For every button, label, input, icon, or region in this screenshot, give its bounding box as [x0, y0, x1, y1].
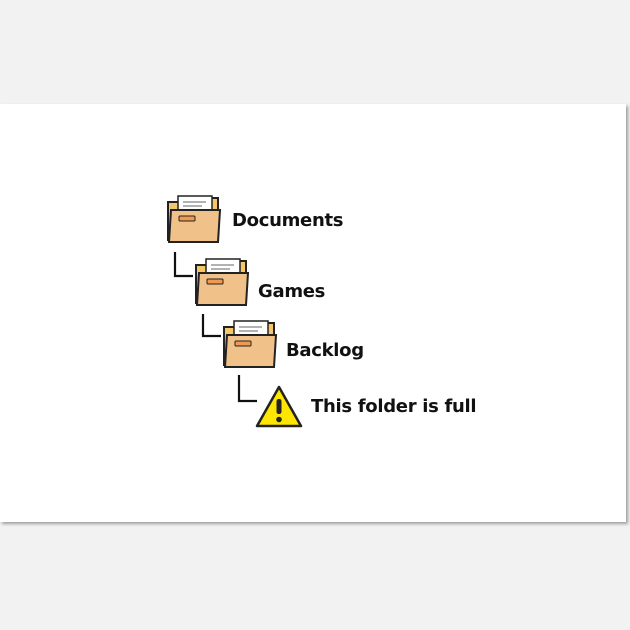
warning-icon: [254, 384, 304, 430]
games-folder-icon: [194, 257, 250, 307]
tree-connector: [199, 314, 223, 342]
documents-folder-icon: [166, 194, 222, 244]
backlog-label: Backlog: [286, 340, 364, 361]
poster-canvas: [0, 104, 626, 522]
tree-connector: [171, 252, 195, 280]
documents-label: Documents: [232, 210, 344, 231]
tree-connector: [235, 375, 259, 405]
backlog-folder-icon: [222, 319, 278, 369]
warning-message: This folder is full: [311, 396, 477, 417]
games-label: Games: [258, 281, 326, 302]
